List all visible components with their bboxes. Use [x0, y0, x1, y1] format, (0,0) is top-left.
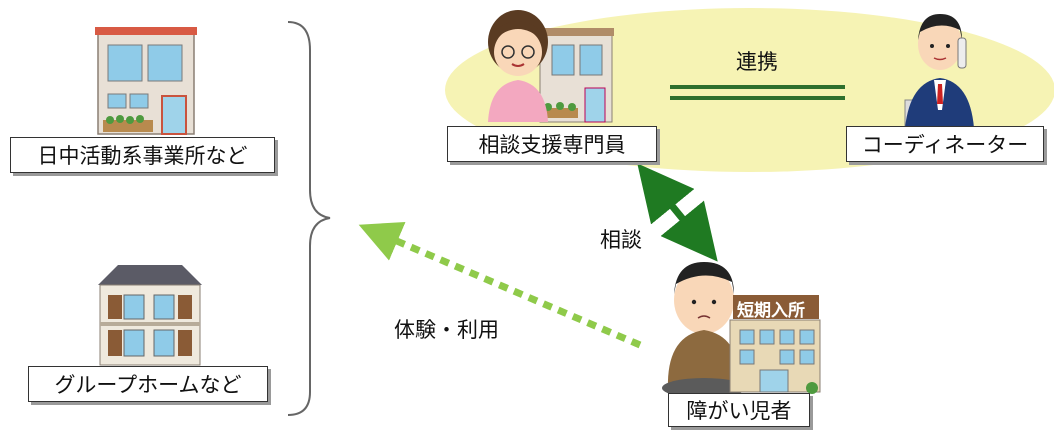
coordinator-label: コーディネーター [846, 126, 1044, 162]
office-building-icon [95, 27, 197, 135]
coordinator-man-phone-icon [904, 14, 974, 128]
group-home-building-icon [98, 265, 202, 366]
short-stay-sign: 短期入所 [737, 301, 805, 321]
experience-caption: 体験・利用 [394, 318, 499, 342]
collaboration-caption: 連携 [736, 50, 778, 74]
child-label: 障がい児者 [668, 393, 810, 427]
short-stay-building-icon [729, 295, 821, 394]
consultation-arrow [637, 163, 718, 262]
collaboration-double-line [670, 85, 845, 100]
curly-brace [287, 21, 331, 416]
day-activity-label: 日中活動系事業所など [10, 137, 275, 173]
consultant-woman-icon [488, 10, 614, 123]
group-home-label: グループホームなど [28, 366, 268, 402]
consultant-label: 相談支援専門員 [447, 126, 657, 162]
consultation-caption: 相談 [600, 228, 642, 252]
